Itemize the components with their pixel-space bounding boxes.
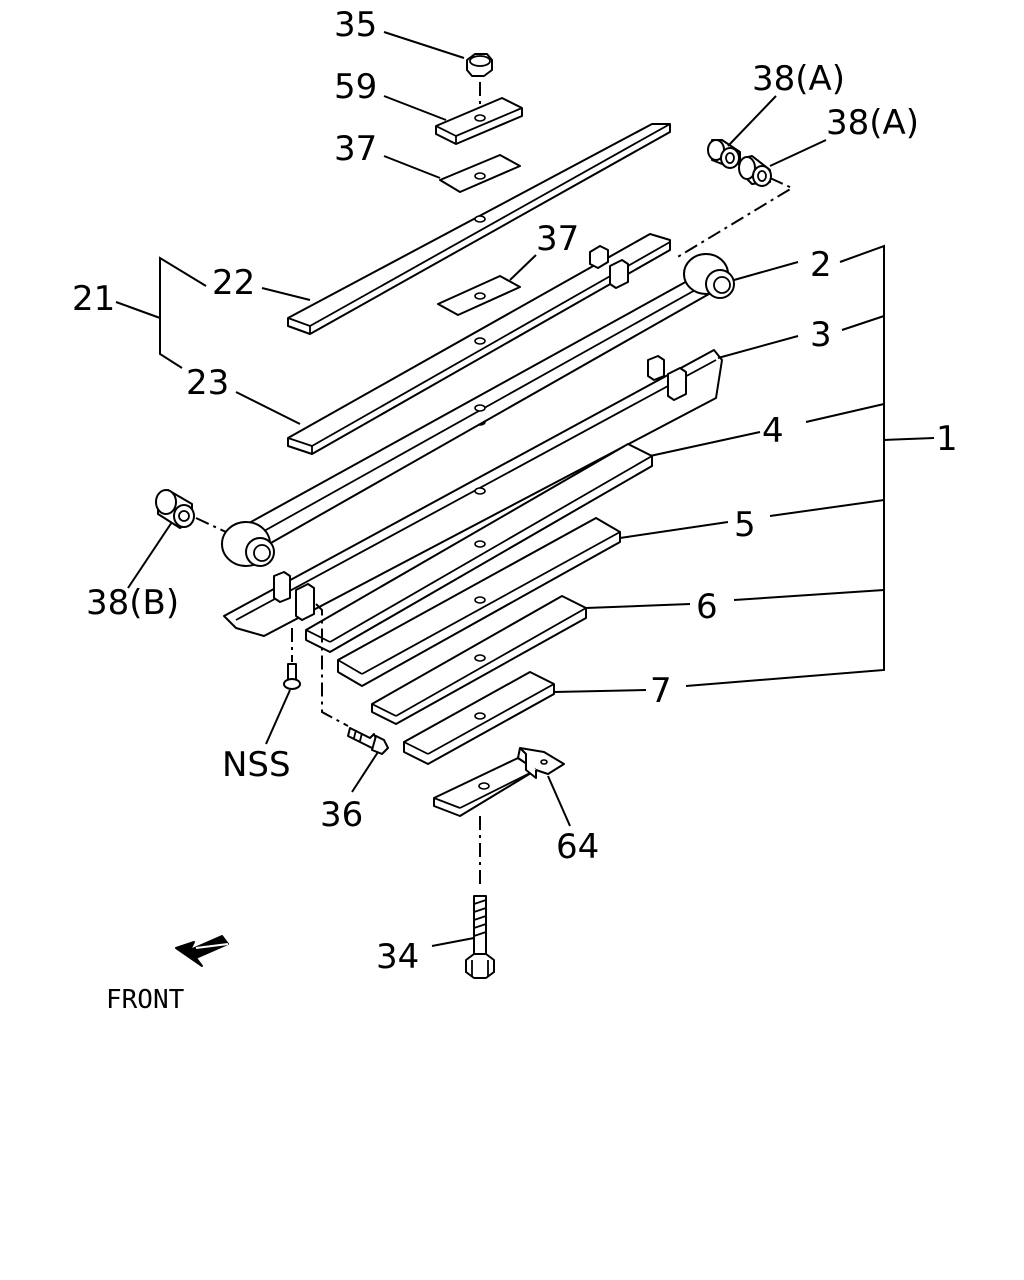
bolt-nss bbox=[283, 663, 301, 690]
leaf-3 bbox=[223, 349, 723, 637]
leaf-5 bbox=[337, 517, 621, 687]
label-35: 35 bbox=[334, 5, 377, 45]
label-7: 7 bbox=[650, 671, 672, 711]
bushing-38b bbox=[155, 489, 195, 529]
label-38b: 38(B) bbox=[86, 583, 179, 623]
label-nss: NSS bbox=[222, 745, 291, 785]
label-front: FRONT bbox=[106, 985, 185, 1015]
leaf-4 bbox=[305, 443, 653, 653]
plate-59 bbox=[435, 97, 523, 145]
label-6: 6 bbox=[696, 587, 718, 627]
leaf-7 bbox=[403, 671, 555, 765]
bushing-38a-2 bbox=[738, 155, 772, 187]
label-37-lower: 37 bbox=[536, 219, 579, 259]
label-38a-1: 38(A) bbox=[752, 59, 845, 99]
leaf-22 bbox=[287, 123, 671, 335]
bracket-64 bbox=[433, 747, 565, 817]
label-59: 59 bbox=[334, 67, 377, 107]
label-5: 5 bbox=[734, 505, 756, 545]
bolt-34 bbox=[465, 895, 495, 979]
label-36: 36 bbox=[320, 795, 363, 835]
label-38a-2: 38(A) bbox=[826, 103, 919, 143]
label-21: 21 bbox=[72, 279, 115, 319]
pad-37-upper bbox=[439, 154, 521, 193]
label-34: 34 bbox=[376, 937, 419, 977]
bushing-38a-1 bbox=[707, 139, 741, 169]
nut-35 bbox=[466, 53, 493, 77]
pad-37-lower bbox=[437, 275, 521, 316]
front-arrow-icon bbox=[175, 935, 229, 967]
label-64: 64 bbox=[556, 827, 599, 867]
label-4: 4 bbox=[762, 411, 784, 451]
leader-lines bbox=[115, 31, 935, 947]
label-37-upper: 37 bbox=[334, 129, 377, 169]
label-22: 22 bbox=[212, 263, 255, 303]
label-1: 1 bbox=[936, 419, 958, 459]
label-23: 23 bbox=[186, 363, 229, 403]
main-leaf-2 bbox=[221, 253, 735, 567]
part-labels: 35 59 37 37 38(A) 38(A) 21 22 23 2 3 4 5… bbox=[72, 5, 958, 1015]
bolt-36 bbox=[347, 727, 389, 755]
label-2: 2 bbox=[810, 245, 832, 285]
leaf-6 bbox=[371, 595, 587, 725]
label-3: 3 bbox=[810, 315, 832, 355]
